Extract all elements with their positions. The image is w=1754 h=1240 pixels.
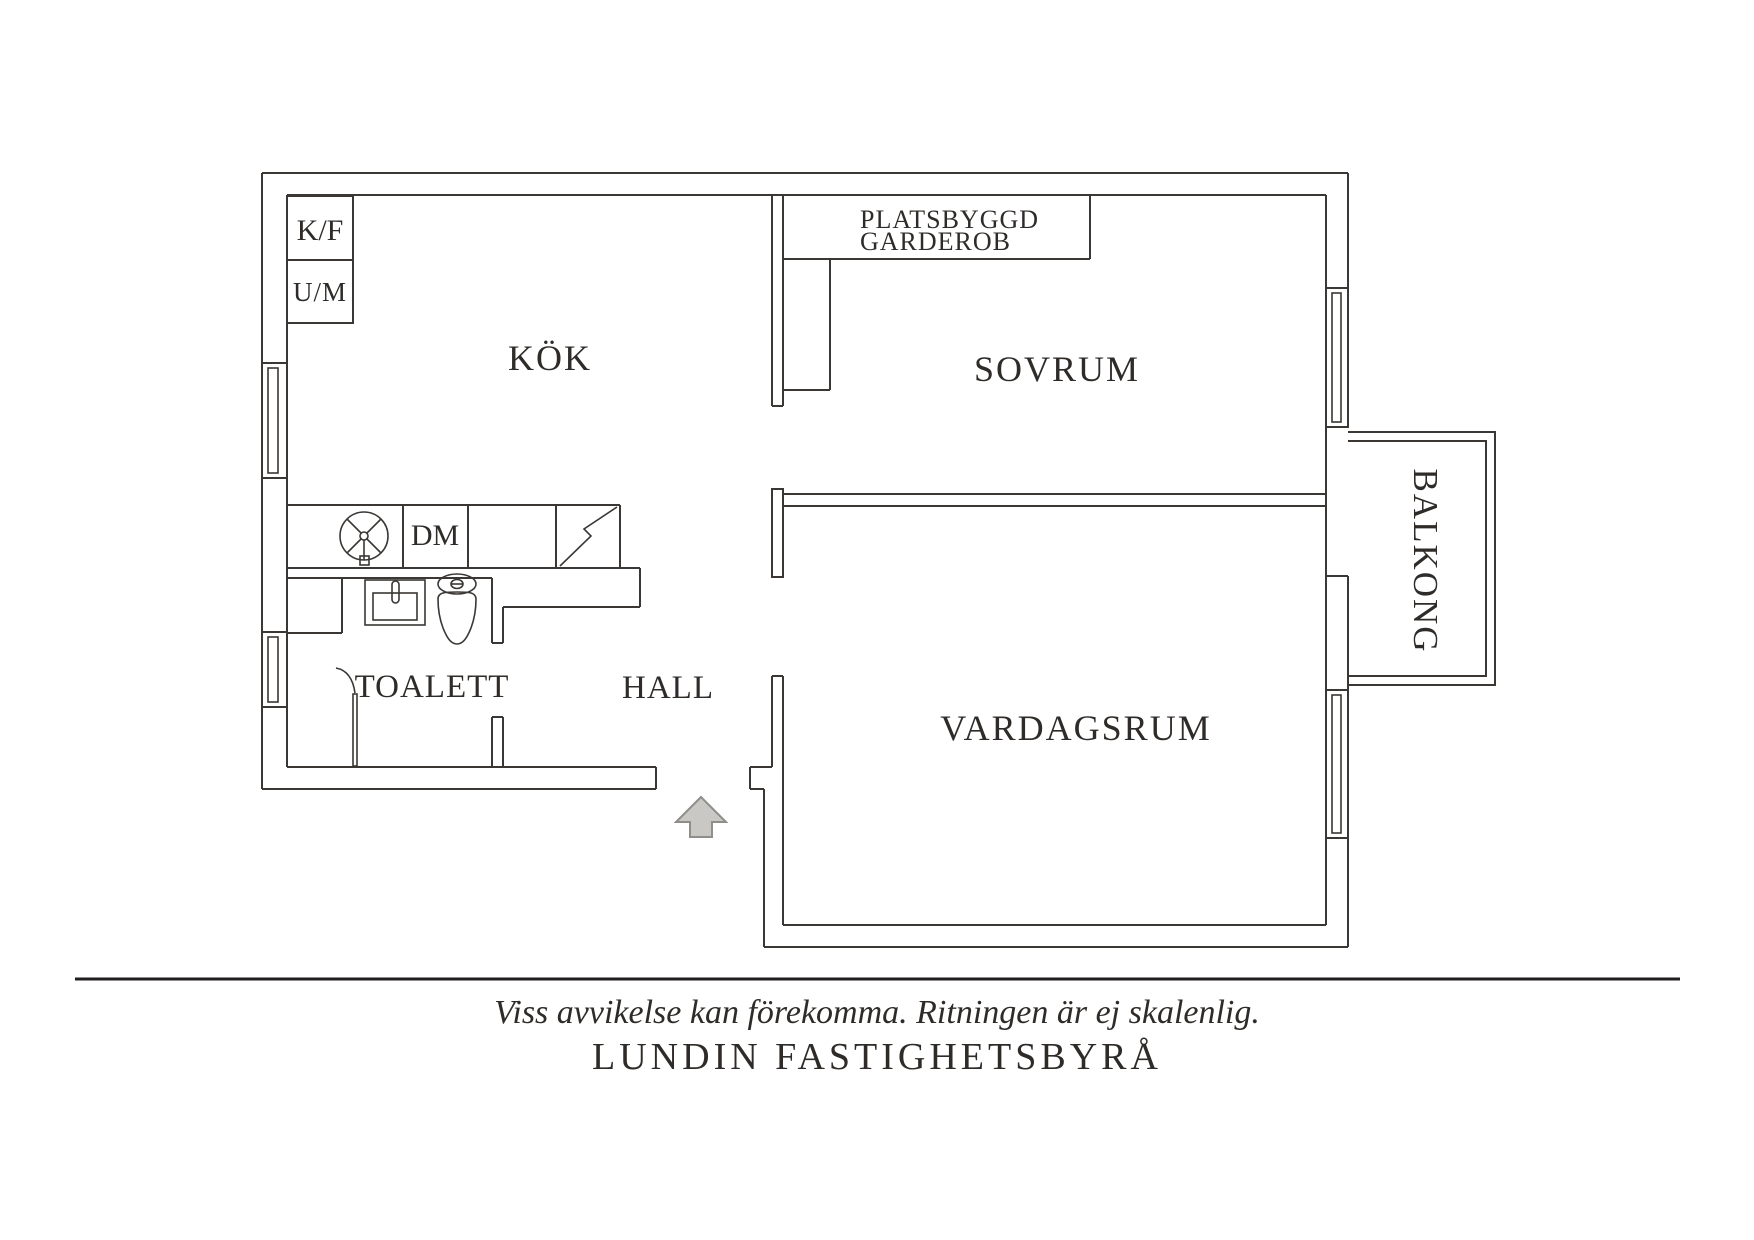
oven-microwave-box	[286, 259, 354, 324]
bathroom-sink-icon	[364, 579, 426, 626]
toilet-label: TOALETT	[355, 669, 510, 705]
wardrobe-label-line2: GARDEROB	[860, 227, 1011, 256]
stove-icon	[339, 511, 389, 566]
toilet-icon	[437, 573, 477, 645]
window-livingroom-right	[1325, 689, 1349, 839]
window-bedroom-right	[1325, 287, 1349, 428]
kitchen-sink-icon	[559, 506, 618, 567]
entrance-arrow-icon	[673, 795, 729, 838]
wardrobe-outline	[783, 195, 1091, 391]
balcony-label: BALKONG	[1406, 468, 1445, 653]
wardrobe-label-line1: PLATSBYGGD	[860, 205, 1039, 234]
interior-walls	[287, 195, 1326, 767]
bedroom-label: SOVRUM	[974, 349, 1140, 389]
room-labels: KÖK SOVRUM VARDAGSRUM TOALETT HALL BALKO…	[293, 205, 1445, 748]
window-kitchen-left	[261, 362, 288, 479]
windows	[261, 287, 1349, 839]
oven-microwave-label: U/M	[293, 277, 347, 307]
dishwasher-label: DM	[411, 519, 459, 552]
agency-name: LUNDIN FASTIGHETSBYRÅ	[592, 1036, 1162, 1078]
outer-walls	[261, 172, 1349, 948]
disclaimer-text: Viss avvikelse kan förekomma. Ritningen …	[494, 994, 1260, 1031]
balcony-outline	[1348, 431, 1496, 686]
window-toilet-left	[261, 631, 288, 708]
footer: Viss avvikelse kan förekomma. Ritningen …	[75, 977, 1680, 1078]
kitchen-counter	[287, 504, 621, 568]
living-room-label: VARDAGSRUM	[940, 708, 1211, 748]
fridge-freezer-label: K/F	[297, 214, 344, 247]
hall-label: HALL	[622, 670, 714, 706]
kitchen-label: KÖK	[508, 338, 592, 378]
toilet-door-icon	[335, 667, 358, 767]
